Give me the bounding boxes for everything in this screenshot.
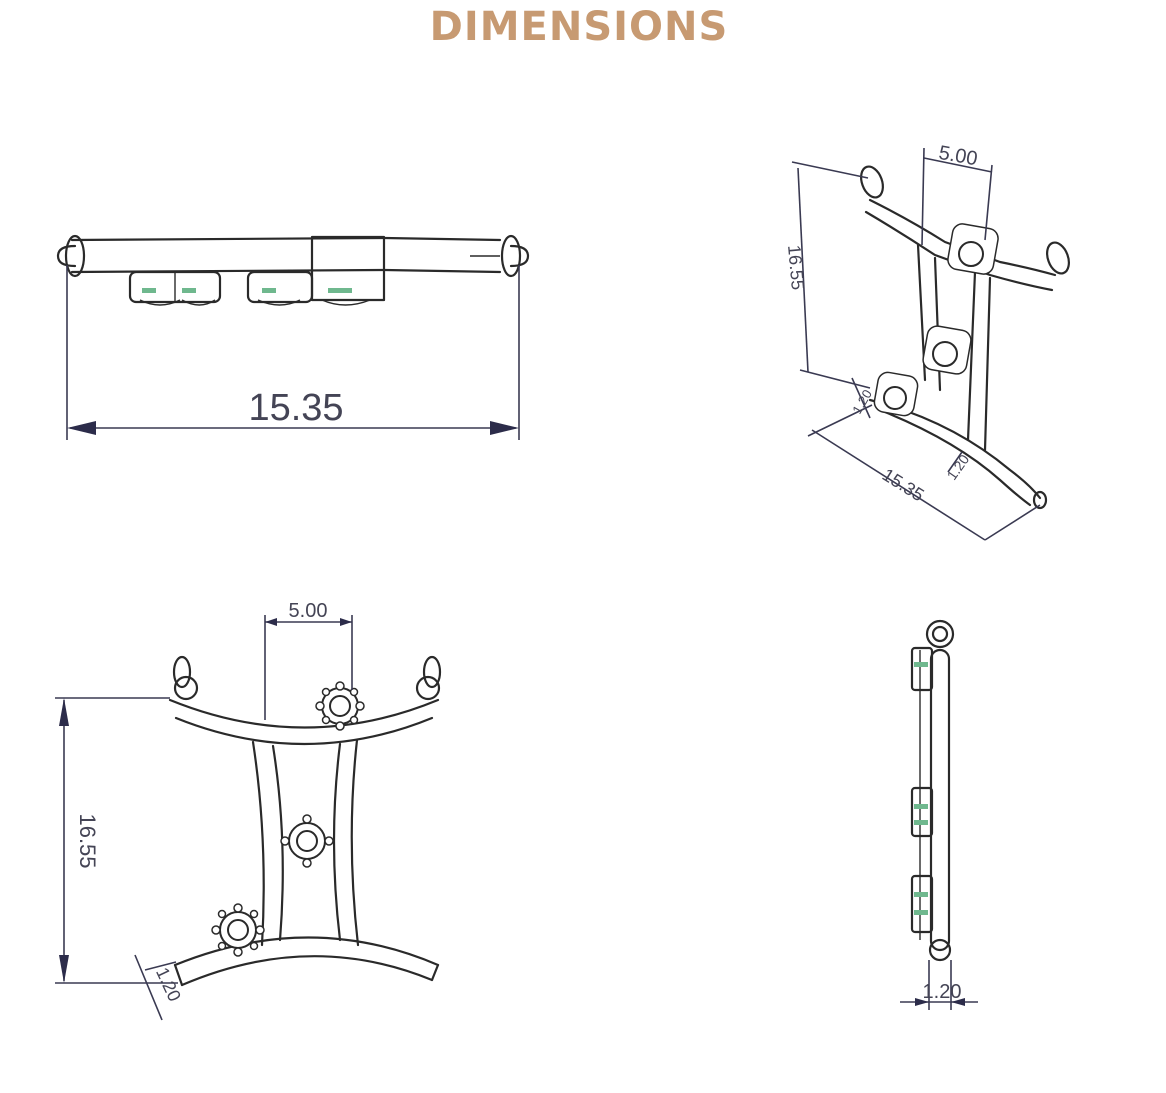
front-ring-left	[172, 655, 192, 689]
top-view: 15.35	[56, 234, 530, 440]
top-view-width-label: 15.35	[248, 387, 343, 429]
iso-depth-label: 1.20	[849, 387, 875, 416]
iso-gems	[873, 223, 999, 417]
top-view-settings	[128, 270, 371, 306]
front-height-label: 16.55	[75, 813, 100, 868]
page-title: DIMENSIONS	[429, 4, 729, 50]
top-view-bar	[70, 236, 502, 274]
front-ring-right	[422, 655, 442, 689]
iso-gem-spacing-label: 5.00	[937, 142, 979, 170]
iso-ring-left	[860, 165, 884, 199]
side-bar	[929, 648, 951, 952]
isometric-view: 5.00 16.55 15.35 1.20 1.20	[784, 142, 1070, 541]
side-thickness-label: 1.20	[923, 981, 962, 1003]
iso-height-label: 16.55	[784, 244, 808, 291]
iso-width-label: 15.35	[879, 464, 928, 505]
iso-ring-right	[1046, 241, 1070, 275]
side-ring-top	[925, 619, 955, 649]
front-wire-label: 1.20	[152, 964, 185, 1004]
front-view: 5.00 16.55 1.20	[55, 600, 442, 1021]
side-ring-bottom	[928, 938, 952, 962]
front-gem-spacing-label: 5.00	[289, 600, 328, 622]
top-view-ring-left	[64, 234, 86, 278]
side-settings	[910, 646, 934, 934]
top-view-ring-right	[500, 234, 522, 278]
front-gems	[211, 681, 365, 957]
side-view: 1.20	[900, 619, 978, 1010]
